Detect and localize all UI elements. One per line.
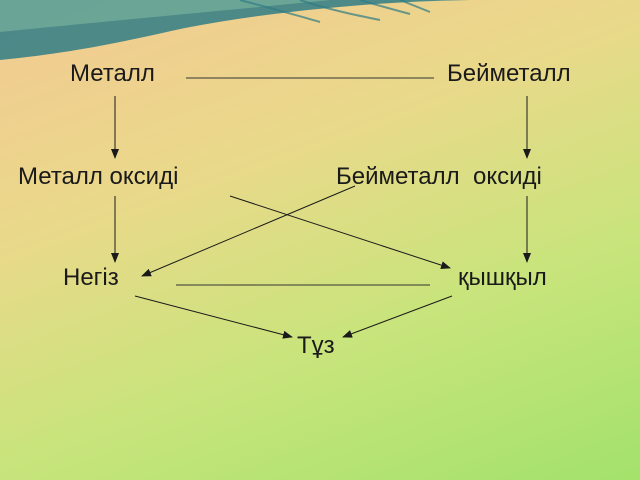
arrow-metal-oxide-to-acid — [229, 195, 451, 270]
node-nonmetal: Бейметалл — [447, 60, 571, 87]
node-metal-oxide: Металл оксиді — [18, 163, 179, 190]
swoosh-band-light — [0, 0, 330, 32]
node-nonmetal-oxide: Бейметалл оксиді — [336, 163, 542, 190]
node-acid: қышқыл — [458, 264, 547, 291]
node-salt: Тұз — [297, 332, 335, 359]
swoosh-stripes — [239, 0, 431, 23]
node-base: Негіз — [63, 264, 119, 291]
node-metal: Металл — [70, 60, 155, 87]
arrow-acid-to-salt — [342, 295, 453, 338]
arrow-nonmetal-oxide-to-base — [141, 185, 356, 277]
arrow-base-to-salt — [134, 295, 293, 339]
